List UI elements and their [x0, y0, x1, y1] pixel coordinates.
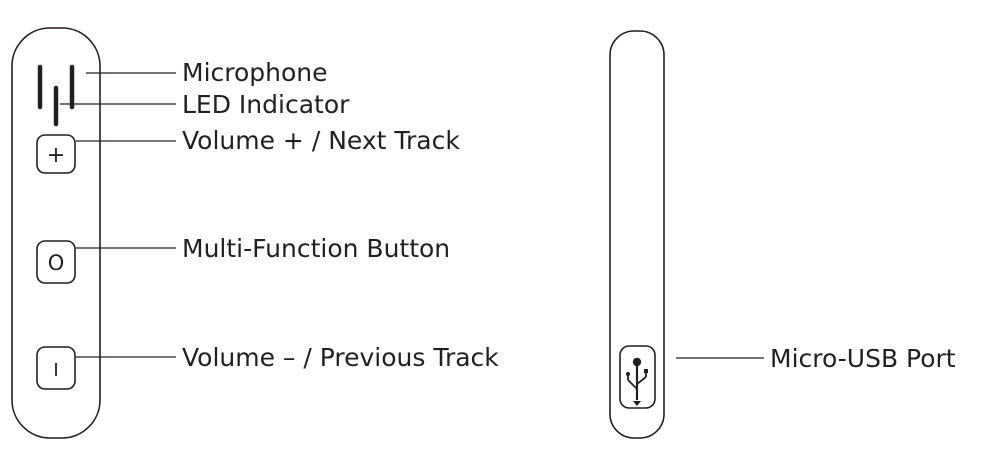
minus-symbol: I [53, 360, 58, 381]
label-volume-down: Volume – / Previous Track [182, 343, 499, 372]
plus-symbol: + [47, 143, 65, 168]
volume-up-button[interactable]: + [36, 134, 76, 174]
circle-symbol: O [48, 251, 65, 275]
label-volume-up: Volume + / Next Track [182, 126, 460, 155]
remote-front-body [11, 27, 101, 439]
label-micro-usb-port: Micro-USB Port [770, 344, 956, 373]
usb-icon [626, 357, 648, 406]
remote-side-body [609, 30, 665, 439]
multi-function-button[interactable]: O [36, 240, 76, 284]
micro-usb-port[interactable] [619, 345, 656, 409]
label-led-indicator: LED Indicator [182, 90, 350, 119]
microphone-icon [37, 64, 75, 110]
label-multi-function: Multi-Function Button [182, 234, 450, 263]
label-microphone: Microphone [182, 58, 328, 87]
volume-down-button[interactable]: I [36, 346, 76, 390]
